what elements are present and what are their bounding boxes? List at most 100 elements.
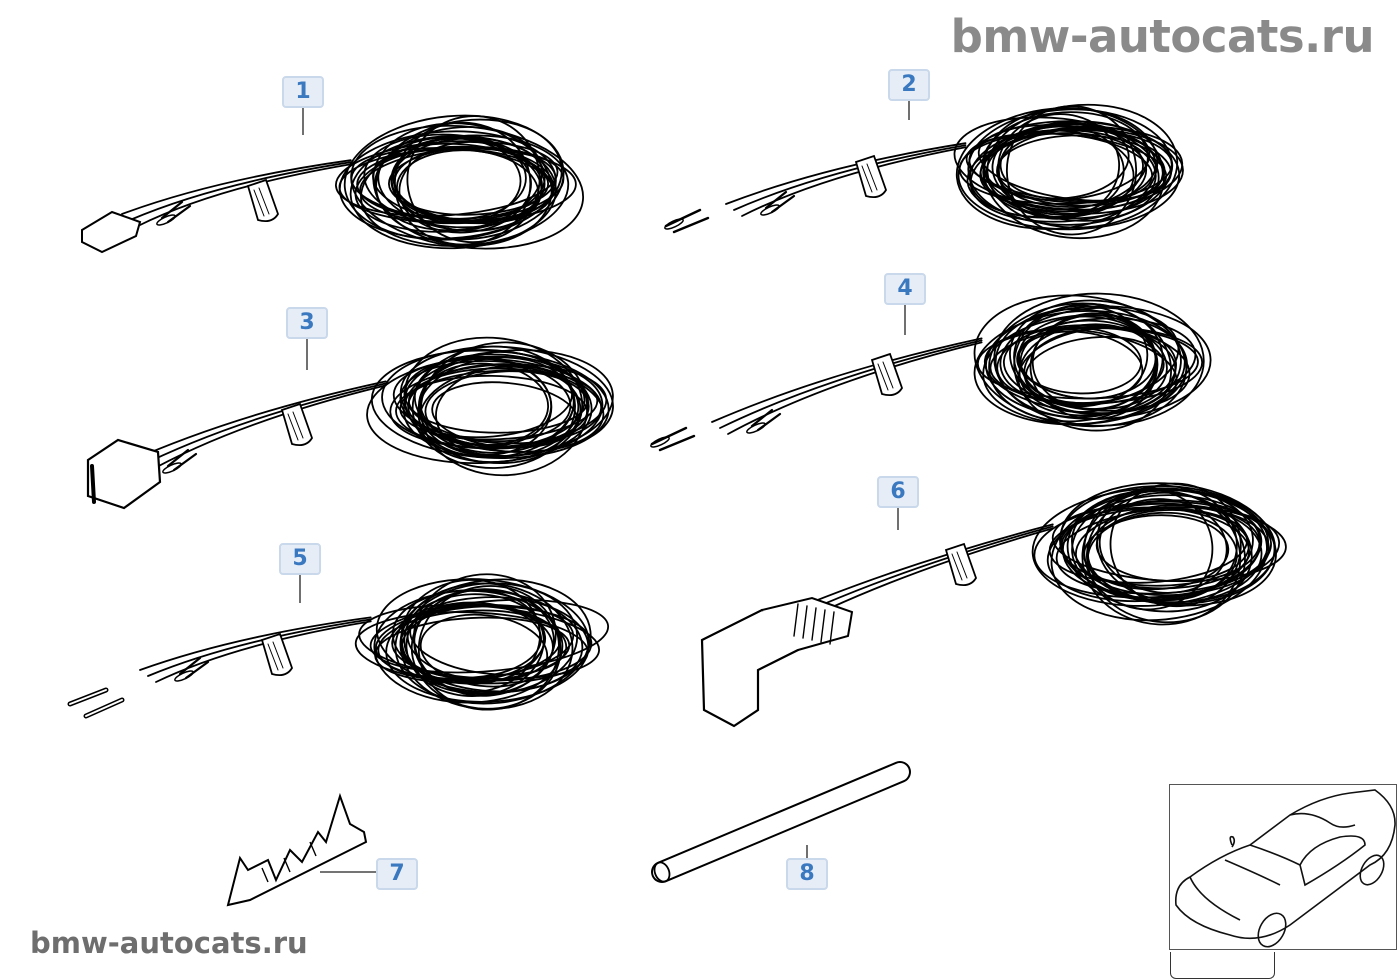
coil-loop xyxy=(413,588,555,696)
wire-tips xyxy=(650,426,696,452)
coil-loop xyxy=(335,140,559,217)
callout-4[interactable]: 4 xyxy=(884,273,926,305)
cable-clip xyxy=(854,154,887,199)
connector-pins xyxy=(90,464,96,504)
coil-loop xyxy=(969,125,1174,223)
coil-loop xyxy=(417,585,560,711)
cable-clip xyxy=(944,542,977,587)
coil-loop xyxy=(390,137,546,222)
wire-tip xyxy=(650,436,670,448)
terminal-strip-detail xyxy=(261,841,317,883)
watermark-top: bmw-autocats.ru xyxy=(950,10,1375,63)
cable xyxy=(719,339,983,429)
cable xyxy=(127,380,387,463)
coil-loop xyxy=(1061,494,1262,599)
coil-loop xyxy=(375,118,565,241)
connector-body xyxy=(761,596,854,651)
clip-ribs xyxy=(877,361,894,391)
callout-8[interactable]: 8 xyxy=(786,858,828,890)
coil-loop xyxy=(953,116,1164,211)
cable-clip xyxy=(246,178,279,223)
cable xyxy=(139,616,372,671)
harness-2 xyxy=(664,103,1184,240)
wire-tip xyxy=(760,204,780,216)
connector-rib xyxy=(829,611,835,645)
cable xyxy=(129,161,352,221)
cable xyxy=(733,144,967,211)
clip-ribs xyxy=(951,551,968,581)
coil-loop xyxy=(1098,498,1228,594)
connector-rib xyxy=(802,605,808,639)
sleeve-tube xyxy=(651,761,911,883)
cable xyxy=(155,620,372,683)
thumbnail-tab[interactable] xyxy=(1170,952,1275,979)
car-outline-icon xyxy=(1174,789,1396,948)
clip-ribs xyxy=(287,411,304,441)
wire-tip xyxy=(162,462,182,474)
wire-tip xyxy=(174,670,194,682)
coil-loop xyxy=(1095,509,1250,583)
coil-loop xyxy=(1071,488,1254,602)
cable-clip xyxy=(280,402,313,447)
housing-connector xyxy=(86,438,162,510)
cable xyxy=(135,382,387,469)
callout-6[interactable]: 6 xyxy=(877,476,919,508)
coil-loop xyxy=(389,363,608,449)
connector-rib xyxy=(793,603,799,637)
coil-loop xyxy=(411,345,576,469)
cable xyxy=(727,341,983,435)
cable xyxy=(711,337,983,423)
coil-loop xyxy=(983,120,1151,201)
coil-loop xyxy=(399,360,605,453)
connector-rib xyxy=(820,609,826,643)
plug-connector xyxy=(81,210,142,254)
clip-ribs xyxy=(861,163,878,193)
watermark-bottom: bmw-autocats.ru xyxy=(30,926,308,960)
callout-1[interactable]: 1 xyxy=(282,76,324,108)
terminal-strip xyxy=(226,792,368,907)
coil-loop xyxy=(419,613,549,688)
callout-2[interactable]: 2 xyxy=(888,69,930,101)
coil-loop xyxy=(399,604,542,679)
cable xyxy=(121,159,352,215)
coil-loop xyxy=(996,127,1157,208)
harness-1 xyxy=(81,114,584,254)
coil-loop xyxy=(1017,327,1177,417)
coil-loop xyxy=(1033,500,1272,599)
callout-7[interactable]: 7 xyxy=(376,858,418,890)
coil-loop xyxy=(406,601,554,682)
coil-loop xyxy=(360,134,570,247)
callout-5[interactable]: 5 xyxy=(279,543,321,575)
coil-loop xyxy=(392,136,527,220)
clip-ribs xyxy=(253,187,270,217)
tube-end xyxy=(653,861,671,883)
coil-loop xyxy=(986,103,1179,229)
coil-loop xyxy=(993,292,1205,427)
coil-loop xyxy=(399,369,599,441)
wire-tip xyxy=(664,218,684,230)
clip-ribs xyxy=(267,641,284,671)
cable xyxy=(725,142,967,205)
vehicle-thumbnail[interactable] xyxy=(1169,784,1397,950)
cable-clip xyxy=(870,352,903,397)
coil-loop xyxy=(369,598,610,674)
coil-loop xyxy=(1002,324,1191,412)
terminal-strip-body xyxy=(226,792,368,907)
connector-rib xyxy=(811,607,817,641)
cable xyxy=(147,618,372,677)
wire-end xyxy=(178,656,210,680)
cable xyxy=(143,384,387,475)
cable xyxy=(741,146,967,217)
coil-loop xyxy=(1013,303,1172,432)
callout-3[interactable]: 3 xyxy=(286,307,328,339)
coil-loop xyxy=(1031,487,1270,607)
cable xyxy=(137,163,352,227)
tube-fill xyxy=(653,763,909,881)
harness-4 xyxy=(650,292,1212,452)
terminal-pins-inner xyxy=(69,689,123,717)
coil-loop xyxy=(997,125,1125,216)
coil-loop xyxy=(394,578,592,705)
harness-5 xyxy=(67,573,610,719)
